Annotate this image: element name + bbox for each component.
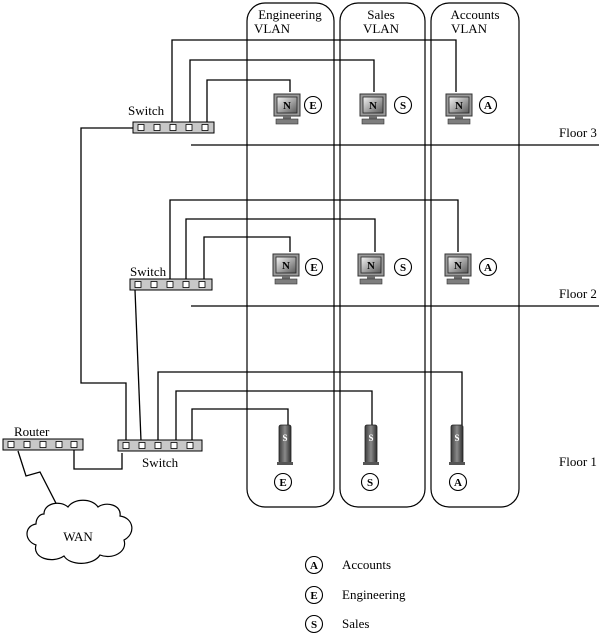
- badge-floor1-accounts: A: [448, 472, 468, 492]
- switch-floor3: [132, 121, 215, 134]
- svg-text:E: E: [310, 262, 317, 274]
- server-floor1-engineering: S: [276, 424, 294, 466]
- workstation-letter: N: [282, 260, 290, 272]
- vlan-title-engineering-line2: VLAN: [254, 21, 291, 36]
- workstation-letter: N: [369, 100, 377, 112]
- workstation-letter: N: [367, 260, 375, 272]
- backbone-wiring: [73, 127, 142, 470]
- wan-cloud-icon: [26, 499, 133, 564]
- legend-label-sales: Sales: [342, 616, 369, 631]
- workstation-letter: N: [455, 100, 463, 112]
- vlan-title-sales-line2: VLAN: [363, 21, 400, 36]
- legend-item-engineering: E Engineering: [304, 585, 406, 605]
- floor2-wiring: [169, 199, 459, 280]
- svg-text:S: S: [400, 262, 406, 274]
- workstation-floor3-engineering: N: [273, 93, 301, 125]
- vlan-title-engineering-line1: Engineering: [258, 7, 322, 22]
- floor3-wiring: [171, 39, 457, 123]
- floor-label-3: Floor 3: [559, 125, 597, 140]
- router-label: Router: [14, 424, 50, 439]
- workstation-floor3-accounts: N: [445, 93, 473, 125]
- svg-text:E: E: [279, 477, 286, 489]
- svg-text:E: E: [310, 590, 317, 602]
- server-letter: S: [454, 433, 459, 443]
- workstation-floor3-sales: N: [359, 93, 387, 125]
- vlan-title-accounts-line2: VLAN: [451, 21, 488, 36]
- badge-floor3-sales: S: [393, 95, 413, 115]
- svg-text:S: S: [367, 477, 373, 489]
- badge-floor1-sales: S: [360, 472, 380, 492]
- badge-floor2-engineering: E: [304, 257, 324, 277]
- floor-label-2: Floor 2: [559, 286, 597, 301]
- svg-text:A: A: [454, 477, 462, 489]
- badge-floor2-accounts: A: [478, 257, 498, 277]
- vlan-panel-sales: [339, 2, 426, 508]
- workstation-floor2-sales: N: [357, 253, 385, 285]
- vlan-panel-engineering: [246, 2, 335, 508]
- workstation-letter: N: [454, 260, 462, 272]
- badge-floor3-engineering: E: [303, 95, 323, 115]
- router: [2, 438, 84, 451]
- vlan-title-sales-line1: Sales: [367, 7, 394, 22]
- server-letter: S: [282, 433, 287, 443]
- badge-floor1-engineering: E: [273, 472, 293, 492]
- workstation-floor2-accounts: N: [444, 253, 472, 285]
- switch-floor1-label: Switch: [142, 455, 179, 470]
- svg-text:A: A: [484, 100, 492, 112]
- workstation-floor2-engineering: N: [272, 253, 300, 285]
- switch-floor3-label: Switch: [128, 103, 165, 118]
- switch-floor2: [129, 278, 213, 291]
- floor1-wiring: [157, 371, 463, 441]
- legend-label-engineering: Engineering: [342, 587, 406, 602]
- vlan-panel-accounts: [430, 2, 520, 508]
- server-floor1-sales: S: [362, 424, 380, 466]
- svg-text:A: A: [310, 560, 318, 572]
- legend-item-accounts: A Accounts: [304, 555, 391, 575]
- floor-label-1: Floor 1: [559, 454, 597, 469]
- wan-link-bolt: [17, 450, 63, 516]
- wan-label: WAN: [63, 529, 93, 544]
- workstation-letter: N: [283, 100, 291, 112]
- svg-text:E: E: [309, 100, 316, 112]
- server-floor1-accounts: S: [448, 424, 466, 466]
- legend: A Accounts E Engineering S Sales: [304, 555, 406, 634]
- switch-floor2-label: Switch: [130, 264, 167, 279]
- server-letter: S: [368, 433, 373, 443]
- badge-floor2-sales: S: [393, 257, 413, 277]
- vlan-title-accounts-line1: Accounts: [450, 7, 499, 22]
- svg-text:S: S: [311, 619, 317, 631]
- svg-text:S: S: [400, 100, 406, 112]
- legend-item-sales: S Sales: [304, 614, 369, 634]
- badge-floor3-accounts: A: [478, 95, 498, 115]
- switch-floor1: [117, 439, 203, 452]
- legend-label-accounts: Accounts: [342, 557, 391, 572]
- svg-text:A: A: [484, 262, 492, 274]
